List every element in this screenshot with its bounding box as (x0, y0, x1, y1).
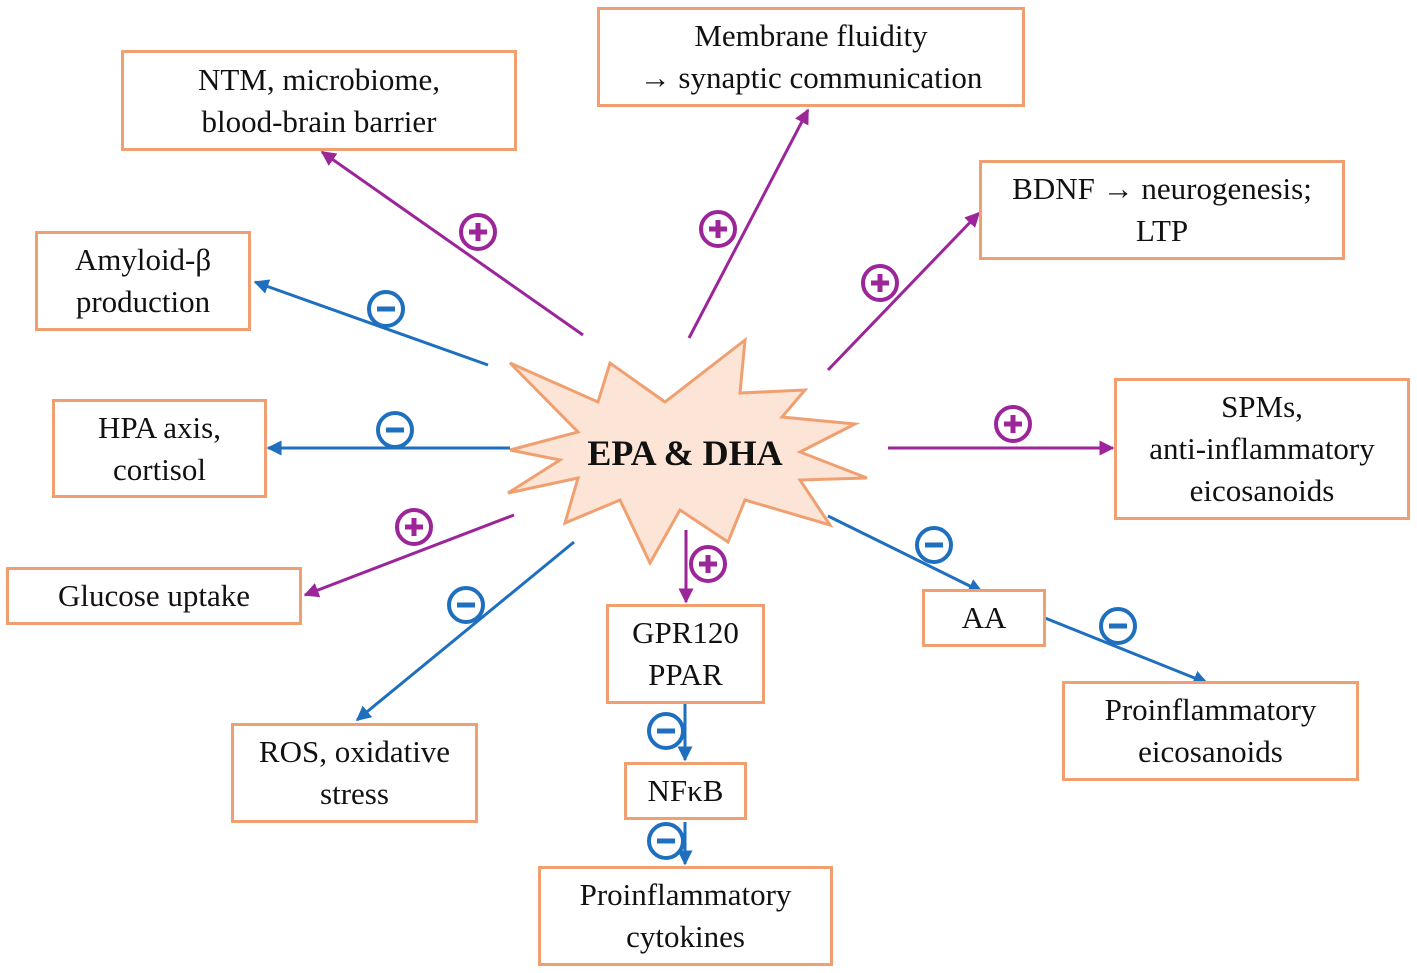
node-text-line: anti-inflammatory (1149, 431, 1375, 466)
node-nfkb: NFκB (624, 762, 747, 820)
node-amyloid-beta: Amyloid-β production (35, 231, 251, 331)
minus-circle-icon: − (447, 586, 485, 624)
arrow-increase-ntm (320, 150, 584, 337)
node-aa: AA (922, 589, 1046, 647)
node-text-line: NFκB (647, 773, 724, 808)
node-text-line: blood-brain barrier (201, 103, 437, 139)
node-proinflammatory-eicosanoids: Proinflammatory eicosanoids (1062, 681, 1359, 781)
center-starburst (507, 336, 868, 567)
minus-circle-icon: − (376, 411, 414, 449)
arrow-decrease-amyloid (253, 279, 489, 367)
minus-circle-icon: − (1099, 607, 1137, 645)
node-text-line: BDNF → neurogenesis; (1012, 171, 1312, 206)
center-label-epa-dha: EPA & DHA (587, 433, 783, 473)
node-bdnf-neurogenesis: BDNF → neurogenesis; LTP (979, 160, 1345, 260)
node-ros-oxidative-stress: ROS, oxidative stress (231, 723, 478, 823)
arrow-decrease-proinflam-eico (1044, 616, 1209, 685)
node-text-line: AA (961, 600, 1007, 635)
node-spms: SPMs, anti-inflammatory eicosanoids (1114, 378, 1410, 520)
node-text-line: Proinflammatory (1104, 692, 1317, 727)
node-text-line: cytokines (626, 919, 745, 954)
node-text-line: stress (320, 776, 389, 811)
plus-circle-icon: + (459, 213, 497, 251)
node-gpr120-ppar: GPR120 PPAR (606, 604, 765, 704)
arrow-decrease-aa (827, 514, 984, 594)
node-text-line: NTM, microbiome, (198, 61, 440, 97)
plus-circle-icon: + (689, 545, 727, 583)
node-text-line: PPAR (648, 657, 723, 692)
arrow-increase-membrane (687, 108, 810, 339)
node-text-line: SPMs, (1221, 389, 1303, 424)
arrow-increase-bdnf (826, 211, 981, 372)
node-text-line: ROS, oxidative (258, 734, 451, 769)
node-membrane-fluidity: Membrane fluidity → synaptic communicati… (597, 7, 1025, 107)
plus-circle-icon: + (699, 210, 737, 248)
node-text-line: HPA axis, (98, 409, 221, 445)
node-proinflammatory-cytokines: Proinflammatory cytokines (538, 866, 833, 966)
node-text-line: Proinflammatory (579, 877, 792, 912)
node-text-line: Amyloid-β (74, 242, 212, 277)
node-glucose-uptake: Glucose uptake (6, 567, 302, 625)
node-text-line: GPR120 (632, 615, 739, 650)
plus-circle-icon: + (861, 264, 899, 302)
plus-circle-icon: + (395, 508, 433, 546)
node-text-line: → synaptic communication (639, 60, 983, 95)
node-text-line: production (75, 284, 211, 319)
node-text-line: Membrane fluidity (694, 18, 928, 53)
node-text-line: LTP (1135, 213, 1189, 248)
minus-circle-icon: − (915, 526, 953, 564)
arrow-decrease-ros (355, 540, 575, 722)
node-ntm-microbiome-bbb: NTM, microbiome, blood-brain barrier (121, 50, 517, 151)
node-text-line: Glucose uptake (58, 578, 250, 613)
minus-circle-icon: − (647, 712, 685, 750)
node-hpa-axis-cortisol: HPA axis, cortisol (52, 399, 267, 498)
arrow-increase-glucose (303, 513, 515, 598)
minus-circle-icon: − (647, 822, 685, 860)
minus-circle-icon: − (367, 290, 405, 328)
plus-circle-icon: + (994, 405, 1032, 443)
node-text-line: eicosanoids (1189, 473, 1335, 508)
node-text-line: eicosanoids (1138, 734, 1283, 769)
node-text-line: cortisol (113, 451, 206, 487)
